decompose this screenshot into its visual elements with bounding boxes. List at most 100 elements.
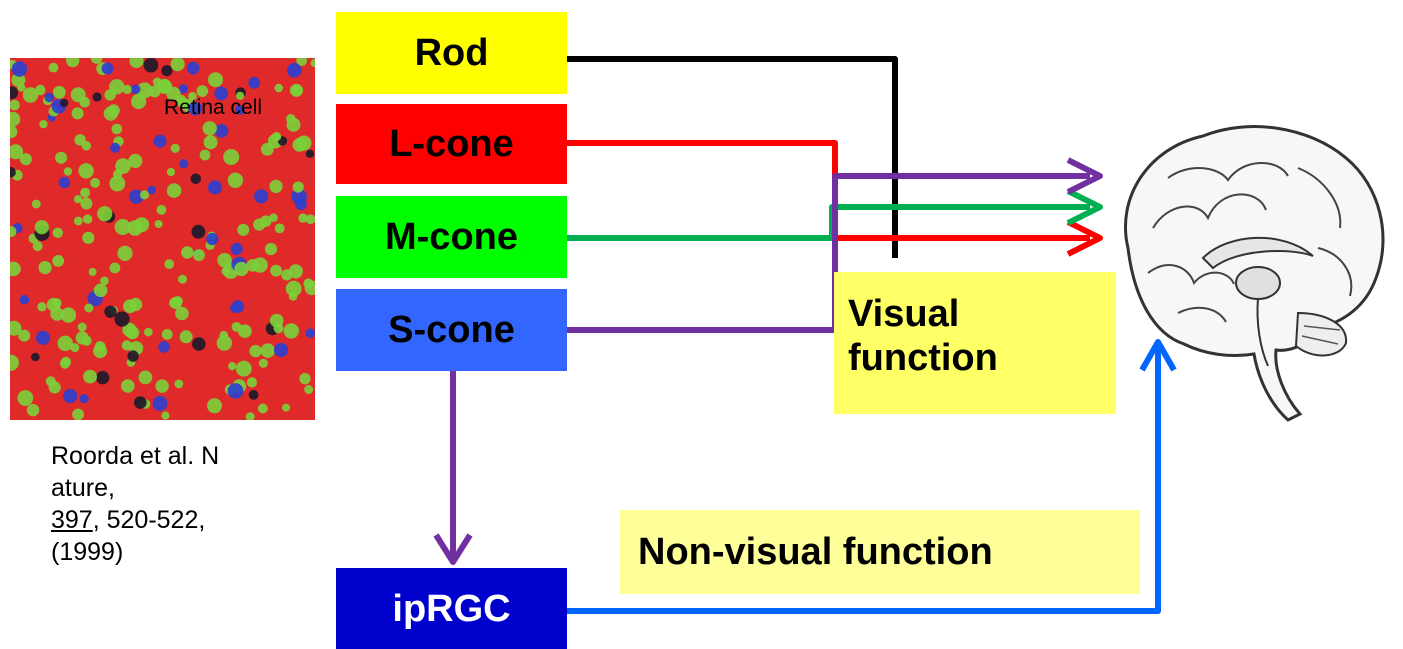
iprgc-line — [567, 345, 1161, 614]
retina-cell-dot — [44, 92, 55, 103]
retina-cell-dot — [39, 120, 48, 129]
retina-cell-dot — [11, 61, 28, 77]
retina-cell-dot — [70, 87, 86, 103]
retina-cell-dot — [214, 86, 229, 101]
retina-cell-dot — [121, 340, 132, 351]
retina-cell-dot — [110, 142, 121, 153]
retina-cell-dot — [192, 249, 205, 262]
retina-cell-dot — [174, 379, 184, 389]
brain-icon — [1124, 125, 1385, 422]
retina-cell-dot — [45, 376, 56, 387]
retina-cell-dot — [153, 134, 167, 148]
retina-cell-dot — [252, 257, 268, 273]
retina-cell-dot — [166, 183, 182, 198]
retina-cell-dot — [169, 296, 182, 310]
retina-cell-dot — [104, 89, 116, 101]
retina-cell-dot — [59, 358, 71, 369]
retina-cell-dot — [296, 135, 312, 151]
retina-cell-dot — [8, 144, 24, 160]
retina-cell-dot — [63, 167, 73, 176]
retina-cell-dot — [196, 85, 209, 97]
retina-cell-dot — [52, 227, 63, 238]
visual-function-box: Visual function — [834, 272, 1116, 414]
retina-cell-dot — [148, 85, 161, 98]
retina-cell-dot — [34, 220, 49, 235]
retina-cell-dot — [130, 84, 141, 94]
retina-cell-dot — [75, 331, 89, 345]
iprgc-label: ipRGC — [392, 587, 511, 630]
retina-cell-dot — [246, 377, 257, 388]
retina-cell-dot — [114, 311, 130, 327]
rod-box: Rod — [336, 12, 567, 94]
retina-cell-dot — [223, 149, 240, 165]
retina-cell-dot — [63, 389, 78, 404]
s-cone-line — [567, 173, 1090, 333]
retina-cell-dot — [52, 85, 66, 99]
retina-cell-dot — [283, 323, 299, 339]
retina-cell-dot — [238, 324, 252, 339]
retina-cell-dot — [74, 195, 83, 204]
retina-cell-dot — [288, 264, 303, 279]
rod-label: Rod — [414, 31, 489, 74]
retina-cell-dot — [258, 358, 268, 368]
retina-cell-dot — [288, 292, 298, 301]
citation-volume[interactable]: 397 — [51, 506, 93, 534]
iprgc-box: ipRGC — [336, 568, 567, 649]
retina-cell-dot — [305, 328, 316, 339]
retina-cell-dot — [36, 330, 51, 345]
retina-cell-dot — [285, 280, 302, 297]
m-cone-line — [567, 204, 1090, 241]
retina-cell-dot — [181, 246, 194, 259]
non-visual-function-label: Non-visual function — [638, 530, 993, 573]
retina-cell-dot — [166, 167, 175, 177]
retina-cell-dot — [109, 262, 121, 274]
retina-cell-dot — [292, 181, 304, 193]
retina-cell-dot — [144, 327, 153, 337]
retina-cell-dot — [31, 352, 40, 362]
retina-cell-dot — [219, 330, 229, 340]
m-cone-label: M-cone — [385, 215, 518, 258]
retina-cell-dot — [114, 219, 131, 235]
retina-cell-dot — [166, 86, 181, 101]
retina-cell-dot — [192, 337, 206, 351]
retina-cell-dot — [191, 224, 206, 239]
retina-cell-dot — [248, 76, 261, 89]
retina-cell-dot — [18, 329, 31, 342]
retina-cell-dot — [253, 218, 266, 231]
retina-cell-dot — [72, 408, 84, 421]
retina-cell-dot — [93, 344, 108, 359]
retina-cell-dot — [79, 394, 89, 404]
retina-cell-dot — [17, 390, 34, 406]
retina-cell-dot — [304, 385, 314, 394]
retina-cell-dot — [305, 149, 315, 158]
retina-cell-dot — [170, 143, 180, 153]
retina-cell-dot — [48, 62, 59, 73]
retina-cell-dot — [71, 107, 84, 120]
retina-cell-dot — [208, 72, 223, 88]
retina-cell-dot — [234, 261, 249, 277]
retina-cell-dot — [90, 178, 100, 188]
retina-cell-dot — [101, 62, 114, 75]
retina-cell-dot — [129, 54, 144, 69]
retina-cell-dot — [111, 123, 123, 135]
l-cone-label: L-cone — [389, 122, 514, 165]
retina-cell-dot — [93, 283, 108, 298]
retina-cell-dot — [257, 403, 268, 414]
retina-cell-dot — [272, 131, 282, 142]
retina-cell-dot — [273, 323, 284, 334]
retina-cell-dot — [9, 99, 20, 111]
retina-cell-dot — [155, 379, 169, 393]
retina-cell-dot — [234, 104, 245, 115]
retina-cell-dot — [161, 329, 173, 340]
retina-cell-dot — [88, 267, 97, 276]
retina-cell-dot — [78, 163, 94, 179]
retina-cell-dot — [170, 57, 185, 72]
retina-cell-dot — [58, 176, 71, 189]
retina-cell-dot — [228, 362, 237, 371]
retina-cell-dot — [22, 87, 39, 103]
retina-cell-dot — [100, 276, 109, 286]
retina-cell-dot — [179, 159, 189, 169]
retina-cell-dot — [139, 190, 150, 200]
retina-cell-dot — [260, 343, 275, 358]
